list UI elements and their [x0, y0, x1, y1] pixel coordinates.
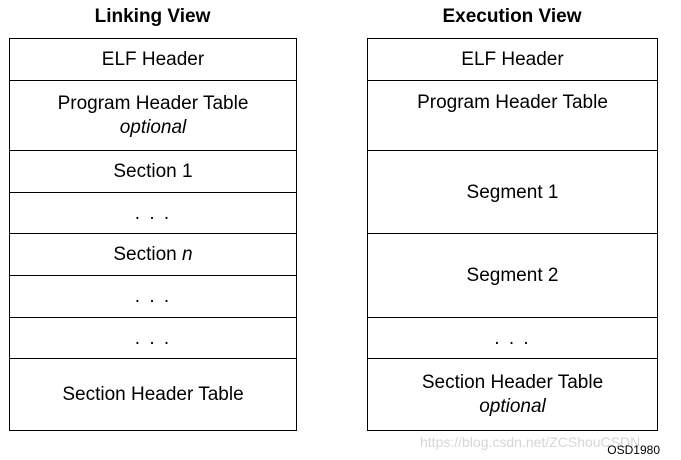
linking-program-header-optional: optional: [119, 117, 187, 138]
linking-section-1-label: Section 1: [113, 161, 193, 182]
linking-program-header-table: Program Header Table optional: [10, 80, 296, 151]
linking-ellipsis-2-label: . . .: [134, 286, 172, 307]
execution-elf-header: ELF Header: [368, 39, 657, 80]
execution-segment-1: Segment 1: [368, 150, 657, 234]
execution-view-diagram: ELF Header Program Header Table Segment …: [367, 38, 658, 431]
linking-section-1: Section 1: [10, 150, 296, 193]
linking-elf-header: ELF Header: [10, 39, 296, 80]
linking-program-header-label: Program Header Table: [57, 93, 249, 114]
execution-program-header-table: Program Header Table: [368, 80, 657, 150]
linking-ellipsis-1: . . .: [10, 192, 296, 234]
linking-view-diagram: ELF Header Program Header Table optional…: [9, 38, 297, 431]
execution-view-title: Execution View: [442, 6, 582, 27]
execution-ellipsis: . . .: [368, 317, 657, 359]
execution-section-header-label: Section Header Table: [421, 372, 604, 393]
execution-section-header-optional: optional: [479, 396, 546, 417]
linking-ellipsis-1-label: . . .: [134, 202, 172, 224]
execution-segment-2: Segment 2: [368, 233, 657, 318]
execution-ellipsis-label: . . .: [494, 327, 531, 349]
section-n-prefix: Section: [113, 244, 177, 265]
linking-elf-header-label: ELF Header: [101, 48, 205, 70]
linking-section-header-table: Section Header Table: [10, 358, 296, 431]
execution-elf-header-label: ELF Header: [461, 48, 564, 70]
linking-section-header-label: Section Header Table: [62, 384, 244, 405]
linking-ellipsis-3: . . .: [10, 317, 296, 359]
linking-ellipsis-2: . . .: [10, 275, 296, 318]
linking-section-n-label: Section n: [113, 243, 192, 267]
section-n-variable: n: [182, 244, 193, 265]
execution-program-header-label: Program Header Table: [417, 92, 608, 113]
linking-view-title: Linking View: [94, 6, 211, 27]
watermark-text: https://blog.csdn.net/ZCShouCSDN: [420, 434, 641, 450]
linking-section-n: Section n: [10, 233, 296, 276]
execution-section-header-table: Section Header Table optional: [368, 358, 657, 431]
execution-segment-1-label: Segment 1: [466, 181, 559, 203]
linking-ellipsis-3-label: . . .: [134, 327, 172, 349]
figure-id-label: OSD1980: [607, 443, 660, 457]
execution-segment-2-label: Segment 2: [466, 265, 559, 286]
